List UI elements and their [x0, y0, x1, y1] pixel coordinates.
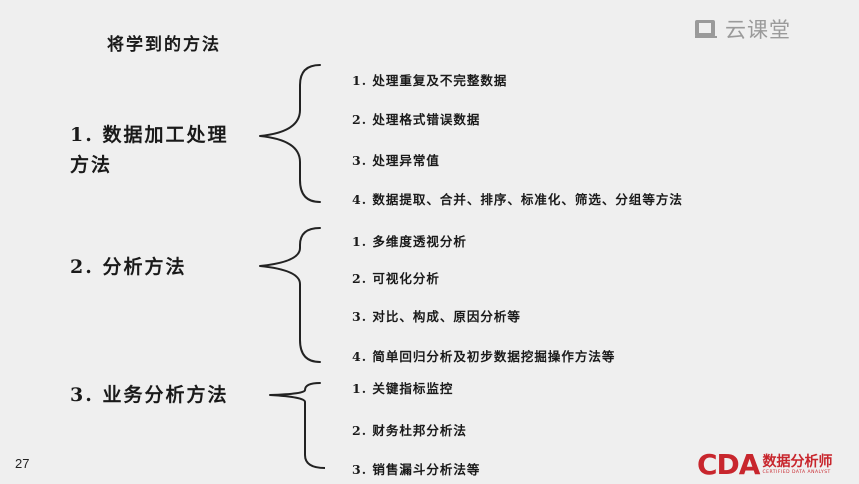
section-3-label: 3. 业务分析方法	[70, 384, 229, 406]
section-2-item-4: 4. 简单回归分析及初步数据挖掘操作方法等	[352, 349, 616, 364]
slide-title: 将学到的方法	[107, 35, 221, 55]
page-number: 27	[15, 456, 30, 471]
brand-logo: 云课堂	[693, 14, 791, 44]
section-3-item-1: 1. 关键指标监控	[352, 381, 454, 396]
brand-name: 云课堂	[725, 18, 791, 42]
cda-en: CERTIFIED DATA ANALYST	[762, 469, 831, 475]
section-1-label: 1. 数据加工处理 方法	[70, 120, 228, 180]
section-1-item-1: 1. 处理重复及不完整数据	[352, 73, 508, 88]
section-1-label-line2: 方法	[70, 154, 113, 176]
section-3-item-3: 3. 销售漏斗分析法等	[352, 462, 481, 477]
section-1-item-2: 2. 处理格式错误数据	[352, 112, 481, 127]
section-1-label-line1: 1. 数据加工处理	[70, 124, 229, 146]
brace-1	[259, 64, 321, 203]
cda-logo: CDA 数据分析师 CERTIFIED DATA ANALYST	[697, 451, 832, 479]
section-2-item-2: 2. 可视化分析	[352, 271, 440, 286]
cda-mark: CDA	[697, 448, 760, 481]
section-2-item-1: 1. 多维度透视分析	[352, 234, 467, 249]
section-1-item-3: 3. 处理异常值	[352, 153, 440, 168]
brace-3	[269, 382, 325, 469]
section-1-item-4: 4. 数据提取、合并、排序、标准化、筛选、分组等方法	[352, 192, 683, 207]
section-2-label: 2. 分析方法	[70, 256, 187, 278]
book-icon	[695, 20, 717, 38]
brace-2	[259, 227, 321, 363]
section-2-item-3: 3. 对比、构成、原因分析等	[352, 309, 521, 324]
cda-cn: 数据分析师	[762, 453, 833, 470]
section-3-item-2: 2. 财务杜邦分析法	[352, 423, 467, 438]
brace-group	[259, 64, 325, 469]
cda-text: 数据分析师 CERTIFIED DATA ANALYST	[762, 455, 832, 476]
